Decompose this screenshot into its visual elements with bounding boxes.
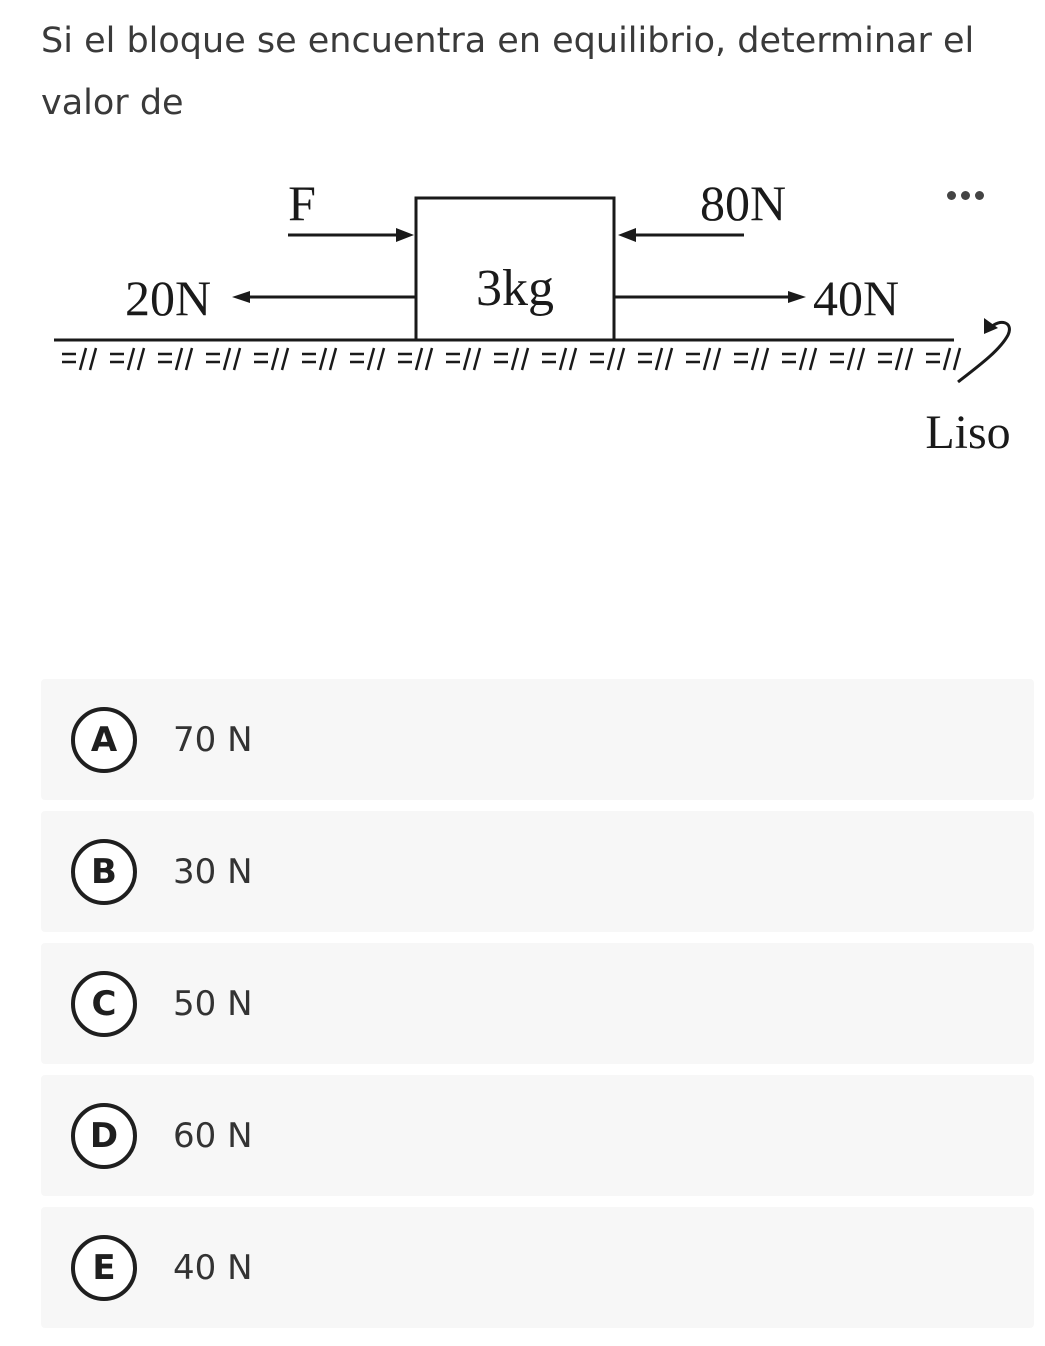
pointer-curve <box>957 320 1011 384</box>
option-b[interactable]: B 30 N <box>41 811 1034 932</box>
hatch-stroke <box>664 347 674 371</box>
hatch-stroke <box>270 347 280 371</box>
mass-label: 3kg <box>476 260 554 317</box>
hatch-stroke <box>942 347 952 371</box>
option-text: 30 N <box>173 851 253 892</box>
hatch-stroke <box>318 347 328 371</box>
hatch-stroke <box>606 347 616 371</box>
option-letter-badge: B <box>71 838 137 905</box>
more-options-button[interactable] <box>935 175 995 215</box>
option-letter-badge: A <box>71 706 137 773</box>
hatch-stroke <box>510 347 520 371</box>
hatch-stroke <box>462 347 472 371</box>
hatch-stroke <box>856 347 866 371</box>
hatch-stroke <box>654 347 664 371</box>
hatch-stroke <box>846 347 856 371</box>
option-e[interactable]: E 40 N <box>41 1207 1034 1328</box>
hatch-stroke <box>136 347 146 371</box>
hatch-stroke <box>280 347 290 371</box>
option-d[interactable]: D 60 N <box>41 1075 1034 1196</box>
option-text: 60 N <box>173 1115 253 1156</box>
force-f-label: F <box>288 175 316 231</box>
hatch-stroke <box>232 347 242 371</box>
physics-diagram: 3kg F 80N 20N 40N Liso <box>40 160 1040 480</box>
force-40-label: 40N <box>813 270 899 326</box>
hatch-stroke <box>568 347 578 371</box>
hatch-stroke <box>798 347 808 371</box>
hatch-stroke <box>750 347 760 371</box>
more-dot-icon <box>960 190 970 200</box>
hatch-stroke <box>184 347 194 371</box>
block <box>414 196 616 342</box>
force-80-label: 80N <box>700 175 786 231</box>
ground-hatch <box>62 347 962 371</box>
force-f-arrow <box>288 228 414 242</box>
hatch-stroke <box>222 347 232 371</box>
hatch-stroke <box>904 347 914 371</box>
option-text: 40 N <box>173 1247 253 1288</box>
hatch-stroke <box>366 347 376 371</box>
hatch-stroke <box>894 347 904 371</box>
hatch-stroke <box>520 347 530 371</box>
option-a[interactable]: A 70 N <box>41 679 1034 800</box>
hatch-stroke <box>126 347 136 371</box>
option-letter-badge: E <box>71 1234 137 1301</box>
option-letter-badge: D <box>71 1102 137 1169</box>
hatch-stroke <box>414 347 424 371</box>
hatch-stroke <box>174 347 184 371</box>
option-text: 70 N <box>173 719 253 760</box>
force-20-label: 20N <box>125 270 211 326</box>
hatch-stroke <box>952 347 962 371</box>
hatch-stroke <box>88 347 98 371</box>
pointer-arrowhead <box>984 318 998 334</box>
answer-options: A 70 N B 30 N C 50 N D 60 N E 40 N <box>41 679 1034 1339</box>
force-80-arrow <box>618 228 744 242</box>
hatch-stroke <box>808 347 818 371</box>
more-dot-icon <box>946 190 956 200</box>
force-20-arrow <box>232 291 416 303</box>
more-dot-icon <box>974 190 984 200</box>
hatch-stroke <box>702 347 712 371</box>
hatch-stroke <box>558 347 568 371</box>
hatch-stroke <box>328 347 338 371</box>
option-c[interactable]: C 50 N <box>41 943 1034 1064</box>
hatch-stroke <box>616 347 626 371</box>
surface-label: Liso <box>925 406 1010 459</box>
hatch-stroke <box>472 347 482 371</box>
hatch-stroke <box>376 347 386 371</box>
hatch-stroke <box>78 347 88 371</box>
force-40-arrow <box>614 291 806 303</box>
hatch-stroke <box>760 347 770 371</box>
hatch-stroke <box>712 347 722 371</box>
option-letter-badge: C <box>71 970 137 1037</box>
option-text: 50 N <box>173 983 253 1024</box>
hatch-stroke <box>424 347 434 371</box>
diagram-svg: 3kg F 80N 20N 40N Liso <box>54 175 1011 459</box>
question-text: Si el bloque se encuentra en equilibrio,… <box>41 21 975 123</box>
